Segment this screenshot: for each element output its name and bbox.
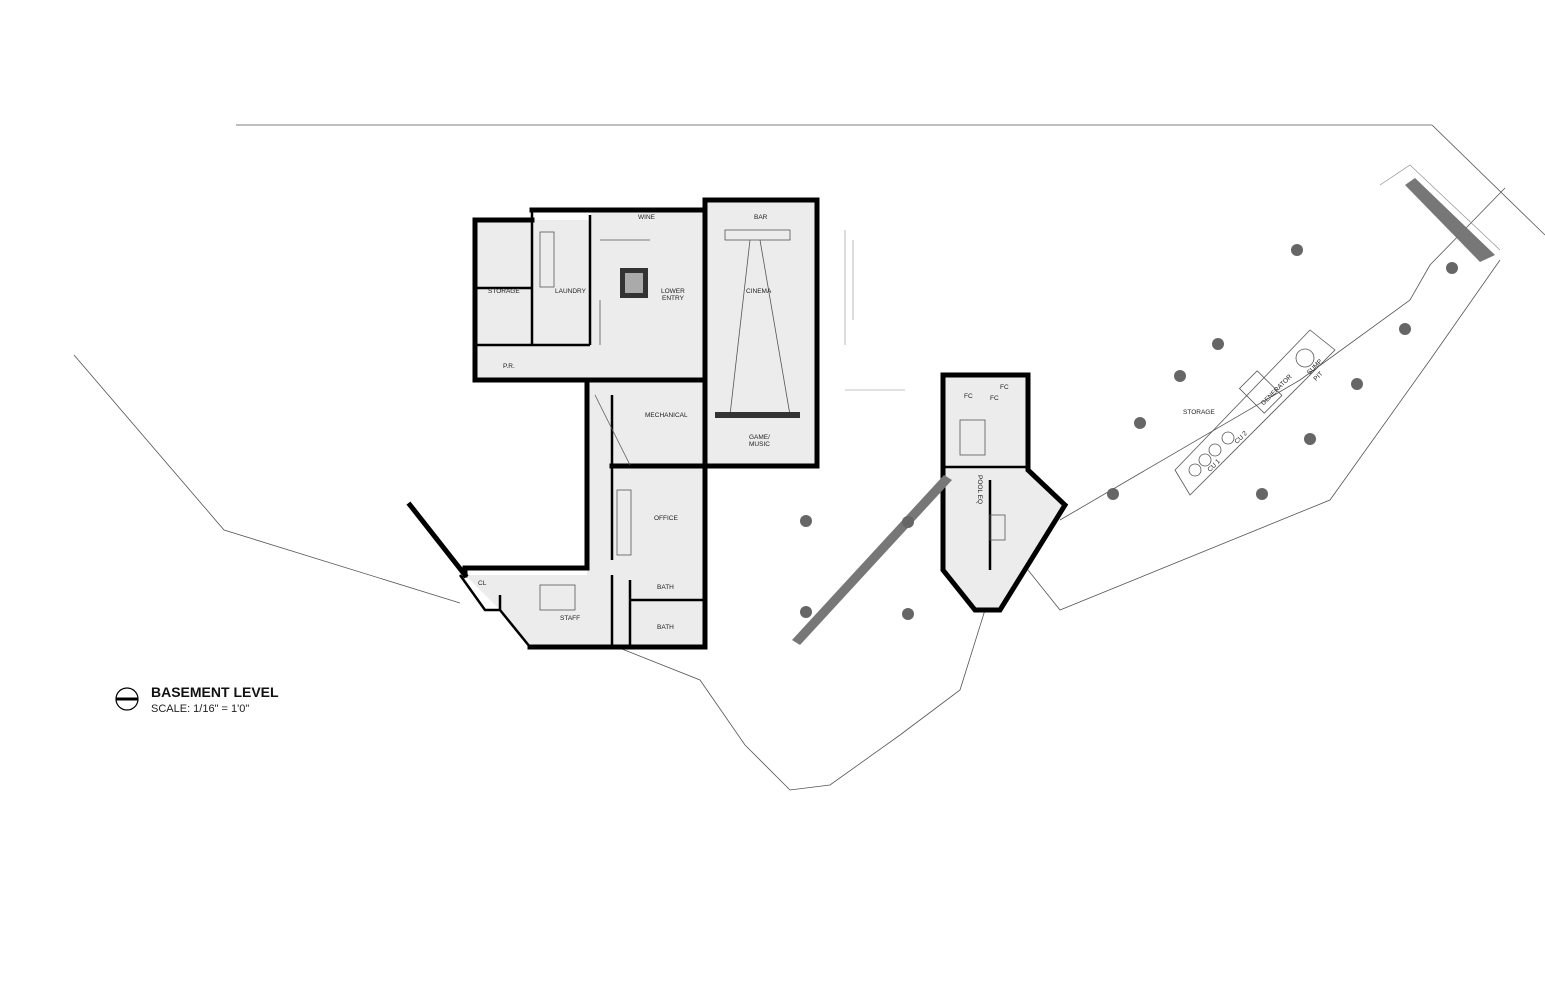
room-label-pool-eq: POOL EQ (976, 475, 983, 504)
room-label-game-music-1: GAME/ (749, 434, 770, 441)
room-label-lower-entry-1: LOWER (661, 288, 685, 295)
room-label-wine: WINE (638, 214, 656, 221)
room-label-bath-2: BATH (657, 624, 674, 631)
walls-main (406, 197, 820, 650)
room-label-storage-site: STORAGE (1183, 409, 1215, 416)
room-label-storage: STORAGE (488, 288, 520, 295)
room-label-lower-entry-2: ENTRY (662, 295, 685, 302)
room-label-fc-2: FC (990, 395, 999, 402)
room-label-bath-1: BATH (657, 584, 674, 591)
room-label-closet: CL (478, 580, 487, 587)
trees (800, 244, 1458, 620)
room-label-staff: STAFF (560, 615, 580, 622)
interior-details-main (539, 229, 800, 611)
site-storage (1174, 329, 1336, 496)
room-label-cinema: CINEMA (746, 288, 772, 295)
site-lines (73, 124, 1545, 791)
room-label-game-music-2: MUSIC (749, 441, 770, 448)
room-label-fc-3: FC (1000, 384, 1009, 391)
title-block: BASEMENT LEVEL SCALE: 1/16" = 1'0" (115, 684, 279, 715)
drawing-title: BASEMENT LEVEL (151, 684, 279, 700)
ramps (792, 178, 1495, 645)
drawing-scale: SCALE: 1/16" = 1'0" (151, 703, 249, 715)
room-label-powder-room: P.R. (503, 363, 515, 370)
room-label-bar: BAR (754, 214, 768, 221)
floor-fill-main (465, 200, 817, 647)
room-label-office: OFFICE (654, 515, 678, 522)
room-label-mechanical: MECHANICAL (645, 412, 688, 419)
room-label-laundry: LAUNDRY (555, 288, 587, 295)
pool-equipment-building (940, 372, 1069, 613)
room-label-fc-1: FC (964, 393, 973, 400)
